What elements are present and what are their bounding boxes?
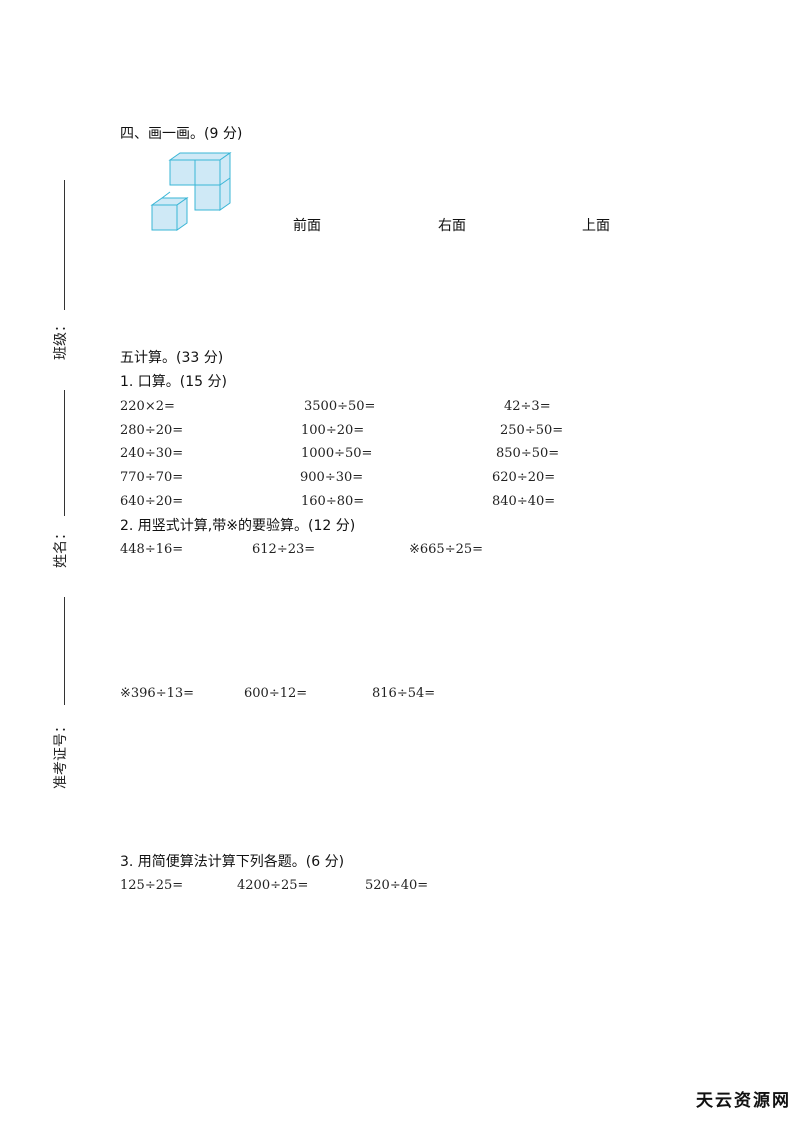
- watermark: 天云资源网: [696, 1091, 791, 1111]
- problem: 840÷40=: [492, 494, 556, 509]
- problem: 520÷40=: [365, 878, 429, 893]
- problem: ※665÷25=: [409, 542, 484, 557]
- problem: 250÷50=: [500, 423, 564, 438]
- problem: 4200÷25=: [237, 878, 309, 893]
- problem: 850÷50=: [496, 446, 560, 461]
- problem: 600÷12=: [244, 686, 308, 701]
- problem: 3500÷50=: [304, 399, 376, 414]
- view-label-front: 前面: [293, 218, 321, 234]
- divider-line: [64, 597, 65, 705]
- problem: 42÷3=: [504, 399, 551, 414]
- exam-id-label: 准考证号：: [53, 719, 69, 789]
- problem: 1000÷50=: [301, 446, 373, 461]
- problem: 125÷25=: [120, 878, 184, 893]
- problem: 280÷20=: [120, 423, 184, 438]
- q3-title: 3. 用简便算法计算下列各题。(6 分): [120, 854, 345, 870]
- problem: 640÷20=: [120, 494, 184, 509]
- q2-title: 2. 用竖式计算,带※的要验算。(12 分): [120, 518, 356, 534]
- divider-line: [64, 390, 65, 516]
- view-label-top: 上面: [582, 218, 610, 234]
- view-label-right: 右面: [438, 218, 466, 234]
- name-label: 姓名：: [53, 526, 69, 568]
- problem: 448÷16=: [120, 542, 184, 557]
- problem: 100÷20=: [301, 423, 365, 438]
- section5-title: 五计算。(33 分): [120, 350, 224, 366]
- problem: ※396÷13=: [120, 686, 195, 701]
- problem: 612÷23=: [252, 542, 316, 557]
- class-label: 班级：: [53, 318, 69, 360]
- q1-title: 1. 口算。(15 分): [120, 374, 227, 390]
- problem: 620÷20=: [492, 470, 556, 485]
- cube-figure: [150, 152, 232, 231]
- problem: 240÷30=: [120, 446, 184, 461]
- problem: 816÷54=: [372, 686, 436, 701]
- section4-title: 四、画一画。(9 分): [120, 126, 243, 142]
- problem: 160÷80=: [301, 494, 365, 509]
- problem: 770÷70=: [120, 470, 184, 485]
- problem: 900÷30=: [300, 470, 364, 485]
- problem: 220×2=: [120, 399, 175, 414]
- divider-line: [64, 180, 65, 310]
